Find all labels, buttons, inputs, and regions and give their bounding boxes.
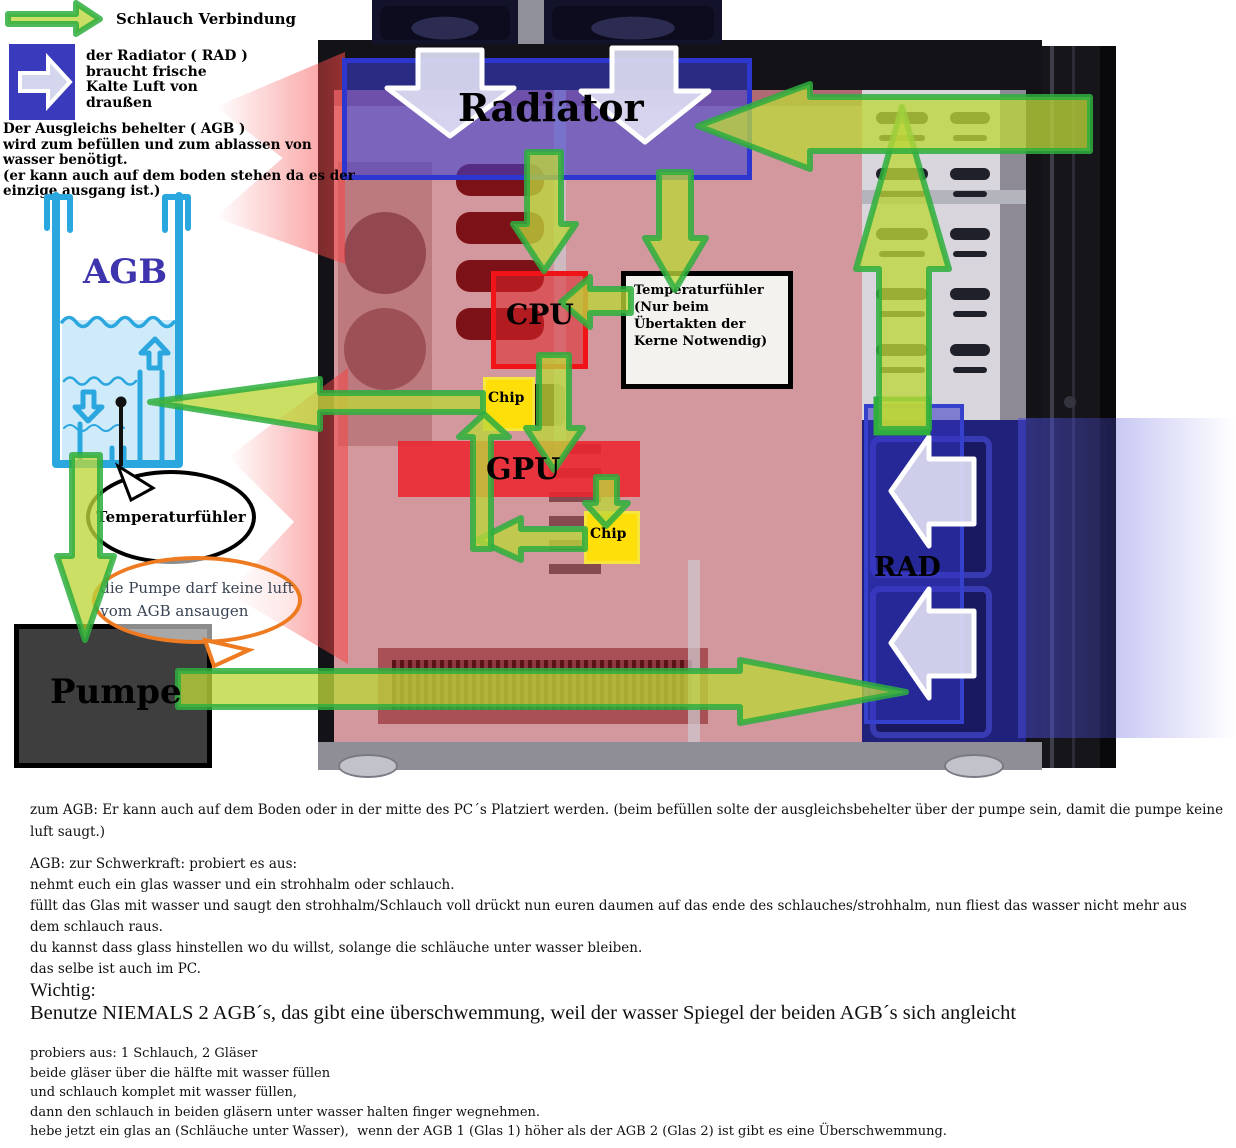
radiator-label: Radiator [458, 85, 644, 130]
psu-vent [378, 648, 708, 724]
agb-water-surface-wave [60, 315, 176, 329]
case-pillar [688, 560, 700, 742]
drive-slot [456, 212, 544, 244]
top-fan-right [544, 0, 722, 44]
agb-mid-level-wave [62, 376, 138, 386]
case-bottom [318, 742, 1042, 770]
bay-slot [950, 168, 990, 180]
fan-bracket [518, 0, 544, 44]
temp-sensor-oval-label: Temperaturfühler [96, 508, 246, 526]
note-agb-placement: zum AGB: Er kann auch auf dem Boden oder… [30, 802, 1224, 840]
bay-slot [950, 344, 990, 356]
temp-probe-dot [115, 396, 127, 408]
psu-mesh [392, 660, 692, 710]
agb-low-level-wave [63, 424, 125, 432]
rear-fan-area [338, 162, 432, 446]
agb-label: AGB [83, 252, 168, 292]
agb-water [62, 320, 175, 462]
chip-lower-label: Chip [590, 526, 627, 542]
legend-airflow-arrow-icon [18, 52, 73, 112]
note-important-title: Wichtig: [30, 980, 96, 1001]
bay-slot [876, 288, 928, 300]
note-two-glasses-experiment: probiers aus: 1 Schlauch, 2 Gläser beide… [30, 1046, 947, 1139]
agb-walls [52, 192, 183, 468]
legend-hose-label: Schlauch Verbindung [116, 10, 297, 28]
fan-blades [380, 6, 510, 40]
fan-blades [552, 6, 714, 40]
legend-hose-arrow-icon [5, 0, 103, 37]
temp-sensor-note-box: Temperaturfühler (Nur beim Übertakten de… [621, 271, 793, 389]
legend-airflow-box [9, 44, 75, 120]
agb-container-drawing [44, 192, 191, 503]
bay-slot [876, 112, 928, 124]
door-knob [1064, 396, 1076, 408]
bay-rail [862, 190, 1026, 204]
rear-fan-circle [344, 212, 426, 294]
bay-slot [950, 112, 990, 124]
agb-up-arrow-icon [138, 336, 171, 371]
bay-slot [876, 168, 928, 180]
cpu-label: CPU [506, 298, 574, 331]
door-stripe [1072, 46, 1075, 768]
agb-rim [44, 194, 191, 233]
drive-bays [862, 90, 1000, 420]
rad-label: RAD [874, 552, 941, 583]
pumpe-label: Pumpe [50, 672, 182, 712]
top-fan-left [372, 0, 518, 44]
door-stripe [1050, 46, 1054, 768]
pump-air-warning-oval: die Pumpe darf keine luft vom AGB ansaug… [92, 556, 302, 644]
bay-slot [876, 344, 928, 356]
bay-slot [950, 228, 990, 240]
chip-upper-label: Chip [488, 390, 525, 406]
gpu-label: GPU [486, 452, 561, 487]
bay-slot [950, 288, 990, 300]
note-important-text: Benutze NIEMALS 2 AGB´s, das gibt eine ü… [30, 1002, 1017, 1024]
legend-agb-note: Der Ausgleichs behelter ( AGB ) wird zum… [3, 121, 355, 199]
agb-tubes [77, 369, 165, 465]
case-foot [944, 754, 1004, 778]
rear-fan-circle [344, 308, 426, 390]
cold-air-intake-zone [1018, 418, 1236, 738]
temp-sensor-oval: Temperaturfühler [86, 470, 256, 564]
agb-down-arrow-icon [72, 389, 105, 424]
legend-radiator-note: der Radiator ( RAD ) braucht frische Kal… [86, 48, 248, 111]
case-foot [338, 754, 398, 778]
note-gravity-experiment: AGB: zur Schwerkraft: probiert es aus: n… [30, 856, 1187, 977]
bay-slot [876, 228, 928, 240]
